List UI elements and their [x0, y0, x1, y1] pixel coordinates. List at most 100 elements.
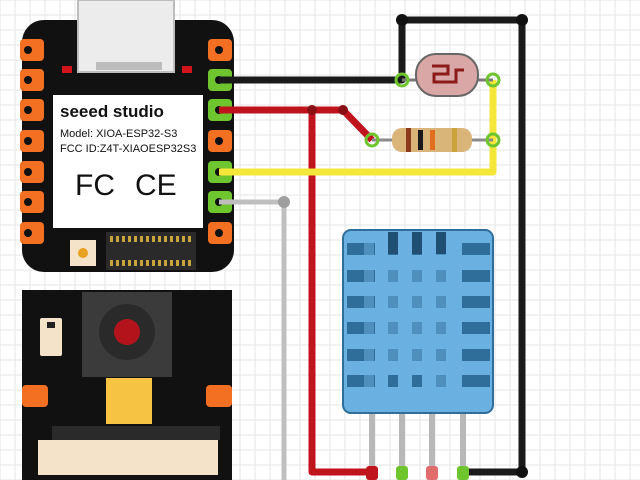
- camera-connector: [52, 426, 220, 440]
- sensor-vent: [436, 322, 446, 334]
- b2b-pin: [158, 236, 161, 242]
- ldr-track: [432, 64, 464, 84]
- photoresistor: [402, 53, 493, 97]
- wire-power-sensor: [308, 110, 372, 476]
- sensor-vent: [412, 270, 422, 282]
- junction-dot: [516, 14, 528, 26]
- b2b-pin: [152, 260, 155, 266]
- sensor-slot-right: [462, 270, 490, 282]
- lead-endpoint: [364, 132, 380, 148]
- b2b-pin: [176, 260, 179, 266]
- board-model: Model: XIOA-ESP32-S3: [60, 128, 177, 140]
- sensor-leg: [399, 410, 405, 472]
- sensor-vent: [436, 270, 446, 282]
- b2b-pin: [116, 236, 119, 242]
- b2b-connector: [106, 232, 196, 270]
- b2b-pin: [146, 260, 149, 266]
- pin-hole-right: [215, 229, 223, 237]
- fcc-mark: FC: [75, 169, 115, 202]
- lead-endpoint: [485, 132, 501, 148]
- sensor-pin-pad: [457, 466, 469, 480]
- b2b-pin: [140, 260, 143, 266]
- sensor-vent: [364, 322, 374, 334]
- junction-dot: [516, 466, 528, 478]
- b2b-pin: [164, 260, 167, 266]
- camera-board-pad-left: [22, 385, 48, 407]
- b2b-pin: [182, 236, 185, 242]
- b2b-pin: [122, 260, 125, 266]
- b2b-pin: [128, 236, 131, 242]
- lead-endpoint: [394, 72, 410, 88]
- resistor: [372, 128, 493, 152]
- dht11-sensor: [342, 229, 494, 472]
- sensor-vent: [388, 296, 398, 308]
- sensor-vent: [364, 296, 374, 308]
- sensor-pin-pad: [426, 466, 438, 480]
- pin-hole-left: [24, 106, 32, 114]
- sensor-leg: [429, 410, 435, 472]
- b2b-pin: [152, 236, 155, 242]
- status-led-red-right: [182, 66, 192, 73]
- wire-bend-point: [338, 105, 348, 115]
- b2b-pin: [134, 236, 137, 242]
- sensor-slot-right: [462, 243, 490, 255]
- b2b-pin: [110, 236, 113, 242]
- b2b-pin: [134, 260, 137, 266]
- b2b-pin: [146, 236, 149, 242]
- pin-hole-left: [24, 76, 32, 84]
- sensor-vent: [436, 375, 446, 387]
- sensor-vent: [364, 349, 374, 361]
- sensor-vent: [412, 322, 422, 334]
- camera-board-pad-right: [206, 385, 232, 407]
- sensor-vent: [364, 375, 374, 387]
- pin-hole-left: [24, 168, 32, 176]
- b2b-pin: [188, 236, 191, 242]
- sensor-top-notch: [412, 232, 422, 254]
- board-fcc-id: FCC ID:Z4T-XIAOESP32S3: [60, 143, 196, 155]
- resistor-band-4: [452, 128, 457, 152]
- sensor-top-notch: [388, 232, 398, 254]
- b2b-pin: [122, 236, 125, 242]
- sensor-pin-pad: [396, 466, 408, 480]
- sensor-vent: [436, 349, 446, 361]
- resistor-band-1: [406, 128, 411, 152]
- connection-points: [278, 14, 528, 480]
- b2b-pin: [110, 260, 113, 266]
- sensor-vent: [388, 322, 398, 334]
- sensor-body: [342, 229, 494, 414]
- xiao-esp32s3-board: seeed studio Model: XIOA-ESP32-S3 FCC ID…: [20, 0, 234, 272]
- shield-can: [53, 95, 203, 228]
- pin-hole-left: [24, 229, 32, 237]
- wire-ldr-signal: [219, 80, 497, 176]
- junction-dot: [396, 14, 408, 26]
- usb-c-port-tab: [96, 62, 162, 70]
- sensor-slot-right: [462, 349, 490, 361]
- camera-board-switch: [40, 318, 62, 356]
- camera-board-switch-knob: [47, 322, 55, 328]
- resistor-band-2: [418, 130, 423, 150]
- b2b-pin: [158, 260, 161, 266]
- sensor-vent: [364, 243, 374, 255]
- sensor-vent: [436, 296, 446, 308]
- sensor-top-notch: [436, 232, 446, 254]
- sensor-pin-pad: [366, 466, 378, 480]
- b2b-pin: [170, 236, 173, 242]
- sensor-slot-right: [462, 375, 490, 387]
- b2b-pin: [182, 260, 185, 266]
- ce-mark: CE: [135, 169, 177, 202]
- camera-lens: [114, 319, 140, 345]
- b2b-pin: [116, 260, 119, 266]
- sensor-slot-right: [462, 322, 490, 334]
- camera-connector-plate: [38, 440, 218, 475]
- pin-hole-left: [24, 198, 32, 206]
- usb-c-port: [77, 0, 175, 73]
- sensor-vent: [412, 349, 422, 361]
- wire-bend-point: [278, 196, 290, 208]
- b2b-pin: [140, 236, 143, 242]
- b2b-pin: [188, 260, 191, 266]
- sensor-grille: [347, 232, 490, 387]
- pin-hole-right: [215, 46, 223, 54]
- b2b-pin: [170, 260, 173, 266]
- sensor-vent: [412, 375, 422, 387]
